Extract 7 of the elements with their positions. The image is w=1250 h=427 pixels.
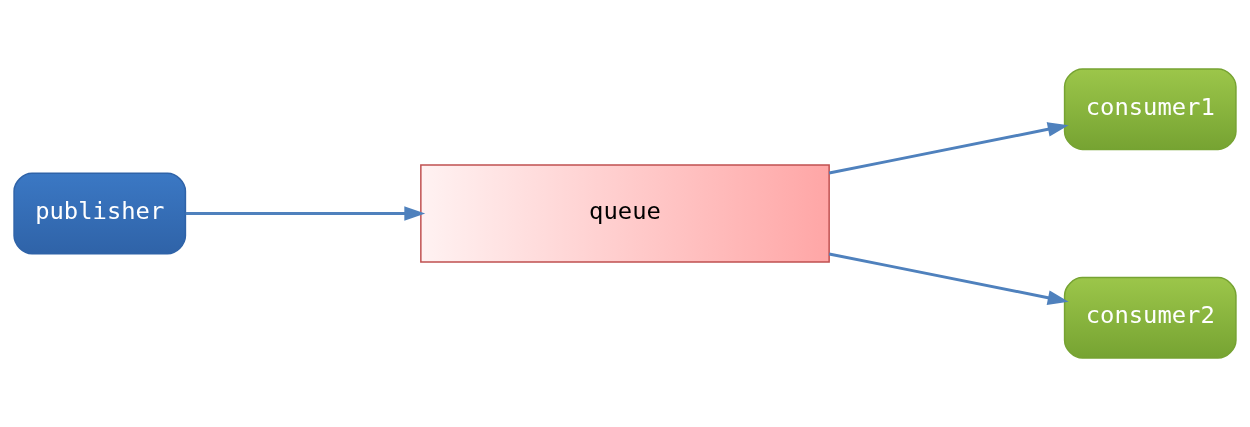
arrow: [185, 206, 426, 221]
node-box: queue: [420, 164, 830, 263]
arrow: [828, 252, 1069, 305]
node-box: publisher: [13, 172, 187, 255]
node-box: consumer2: [1063, 276, 1237, 359]
arrow: [828, 122, 1069, 175]
node-box: consumer1: [1063, 68, 1237, 151]
